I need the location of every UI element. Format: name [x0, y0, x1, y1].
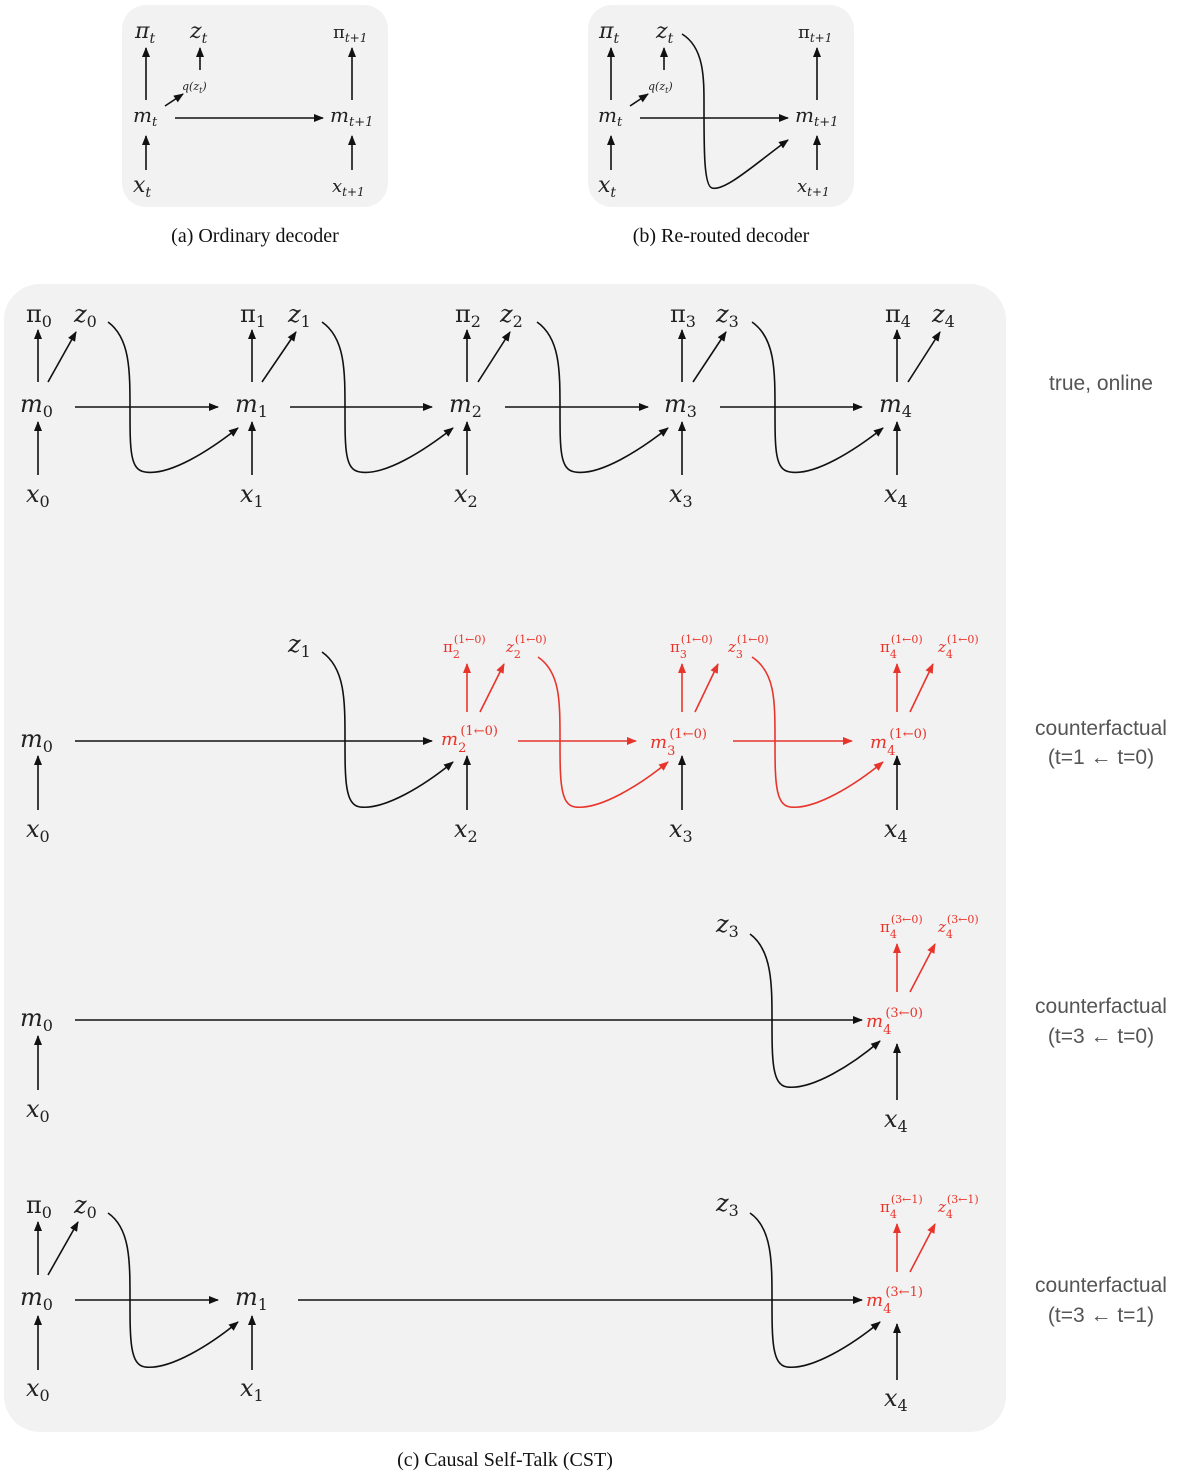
node-z-2-cf: z2(1←0) [505, 633, 547, 661]
node-pi-4-cf: π4(3←1) [880, 1193, 923, 1221]
node-z-0: z0 [73, 1191, 97, 1222]
node-m-0: m0 [20, 1283, 53, 1314]
node-z-4-cf: z4(3←1) [937, 1193, 979, 1221]
caption-c: (c) Causal Self-Talk (CST) [397, 1449, 613, 1471]
node-pi-4: π4 [885, 300, 911, 331]
panel-b-background [588, 5, 854, 207]
node-m-1: m1 [235, 1283, 268, 1314]
node-m-1: m1 [235, 390, 268, 421]
node-pi-2-cf: π2(1←0) [443, 633, 486, 661]
panel-c-background [4, 284, 1006, 1432]
node-x-0: x0 [26, 1095, 50, 1126]
panel-a-background [122, 5, 388, 207]
node-z-t: zt [655, 19, 674, 47]
node-pi-2: π2 [455, 300, 481, 331]
node-x-0: x0 [26, 1374, 50, 1405]
node-pi-t: πt [598, 19, 619, 47]
node-m-2: m2 [449, 390, 482, 421]
caption-b: (b) Re-routed decoder [633, 225, 810, 247]
node-m-2-cf: m2(1←0) [441, 724, 498, 756]
edge-m-to-q [164, 93, 184, 107]
node-z-1: z1 [287, 300, 311, 331]
node-z-4: z4 [931, 300, 955, 331]
node-m-4: m4 [879, 390, 912, 421]
row-3-edges [34, 933, 936, 1100]
node-x-4: x4 [884, 1384, 908, 1415]
edge-z-rerouted-to-m1 [681, 33, 789, 189]
node-x-2: x2 [454, 815, 478, 846]
row-true-online: π0 z0 m0 x0 π1 z1 m1 x1 π2 z2 m2 x2 π3 z… [20, 300, 1153, 511]
node-m-4-cf: m4(3←0) [866, 1006, 923, 1038]
node-pi-1: π1 [240, 300, 266, 331]
row-2-edges [34, 651, 934, 810]
node-z-0: z0 [73, 300, 97, 331]
row-counterfactual-1-from-0: m0 x0 z1 π2(1←0) z2(1←0) m2(1←0) π3(1←0)… [20, 630, 1167, 846]
node-m-t1: mt+1 [330, 103, 373, 130]
panel-b-rerouted-decoder: πt zt q(zt) πt+1 mt mt+1 xt xt+1 (b) Re-… [588, 5, 854, 247]
row-label-counterfactual-3: counterfactual [1035, 1274, 1167, 1297]
node-pi-3-cf: π3(1←0) [670, 633, 713, 661]
row-label-counterfactual-3-detail: (t=3 ← t=1) [1048, 1304, 1154, 1327]
node-z-3: z3 [715, 300, 739, 331]
row-label-counterfactual-2: counterfactual [1035, 995, 1167, 1018]
node-m-0: m0 [20, 725, 53, 756]
node-x-t1: xt+1 [332, 176, 365, 199]
node-x-t1: xt+1 [797, 176, 830, 199]
node-x-4: x4 [884, 815, 908, 846]
node-pi-t1: πt+1 [798, 22, 832, 45]
row-label-true-online: true, online [1049, 372, 1153, 395]
node-z-4-cf: z4(1←0) [937, 633, 979, 661]
node-m-3-cf: m3(1←0) [650, 727, 707, 759]
panel-a-ordinary-decoder: πt zt q(zt) πt+1 mt mt+1 xt xt+1 (a) Ord… [122, 5, 388, 247]
node-m-4-cf: m4(3←1) [866, 1285, 923, 1317]
node-m-t1: mt+1 [795, 103, 838, 130]
node-x-2: x2 [454, 480, 478, 511]
node-pi-t: πt [134, 19, 155, 47]
node-m-0: m0 [20, 1004, 53, 1035]
node-pi-0: π0 [26, 300, 52, 331]
node-pi-0: π0 [26, 1191, 52, 1222]
node-x-t: xt [598, 173, 616, 201]
row-1-edges [34, 321, 941, 475]
node-m-t: mt [598, 103, 623, 130]
row-counterfactual-3-from-1: π0 z0 m0 x0 m1 x1 z3 π4(3←1) z4(3←1) m4(… [20, 1189, 1167, 1415]
row-4-edges [34, 1212, 936, 1380]
node-z-2: z2 [499, 300, 523, 331]
node-x-4: x4 [884, 480, 908, 511]
node-m-3: m3 [664, 390, 697, 421]
node-pi-4-cf: π4(1←0) [880, 633, 923, 661]
node-q-z-t: q(zt) [182, 80, 207, 95]
edge-m-to-q [629, 93, 649, 107]
node-z-3: z3 [715, 910, 739, 941]
node-x-0: x0 [26, 815, 50, 846]
panel-c-causal-self-talk: π0 z0 m0 x0 π1 z1 m1 x1 π2 z2 m2 x2 π3 z… [4, 284, 1167, 1471]
node-m-4-cf: m4(1←0) [870, 727, 927, 759]
caption-a: (a) Ordinary decoder [171, 225, 339, 247]
node-x-3: x3 [669, 480, 693, 511]
node-z-3: z3 [715, 1189, 739, 1220]
node-m-0: m0 [20, 390, 53, 421]
node-z-4-cf: z4(3←0) [937, 913, 979, 941]
row-counterfactual-3-from-0: m0 x0 z3 π4(3←0) z4(3←0) m4(3←0) x4 coun… [20, 910, 1167, 1136]
node-x-1: x1 [240, 1374, 264, 1405]
node-z-1: z1 [287, 630, 311, 661]
node-z-t: zt [189, 19, 208, 47]
row-label-counterfactual-1-detail: (t=1 ← t=0) [1048, 746, 1154, 769]
node-x-4: x4 [884, 1105, 908, 1136]
row-label-counterfactual-1: counterfactual [1035, 717, 1167, 740]
node-z-3-cf: z3(1←0) [727, 633, 769, 661]
row-label-counterfactual-2-detail: (t=3 ← t=0) [1048, 1025, 1154, 1048]
node-q-z-t: q(zt) [648, 80, 673, 95]
node-m-t: mt [133, 103, 158, 130]
node-pi-4-cf: π4(3←0) [880, 913, 923, 941]
node-x-t: xt [133, 173, 151, 201]
node-x-1: x1 [240, 480, 264, 511]
node-pi-3: π3 [670, 300, 696, 331]
node-x-0: x0 [26, 480, 50, 511]
node-x-3: x3 [669, 815, 693, 846]
node-pi-t1: πt+1 [333, 22, 367, 45]
